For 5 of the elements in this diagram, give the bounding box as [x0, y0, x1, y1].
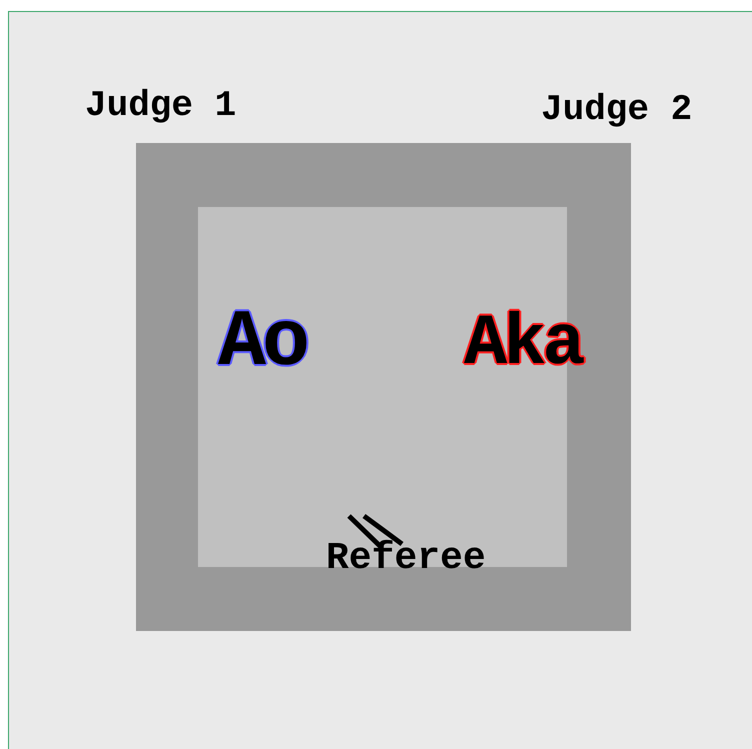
competitor-label: Ao: [218, 304, 306, 384]
judge-label: Judge 1: [85, 88, 236, 124]
referee-label: Referee: [326, 540, 486, 578]
competitor-label: Aka: [464, 308, 582, 380]
judge-label: Judge 2: [541, 92, 692, 128]
